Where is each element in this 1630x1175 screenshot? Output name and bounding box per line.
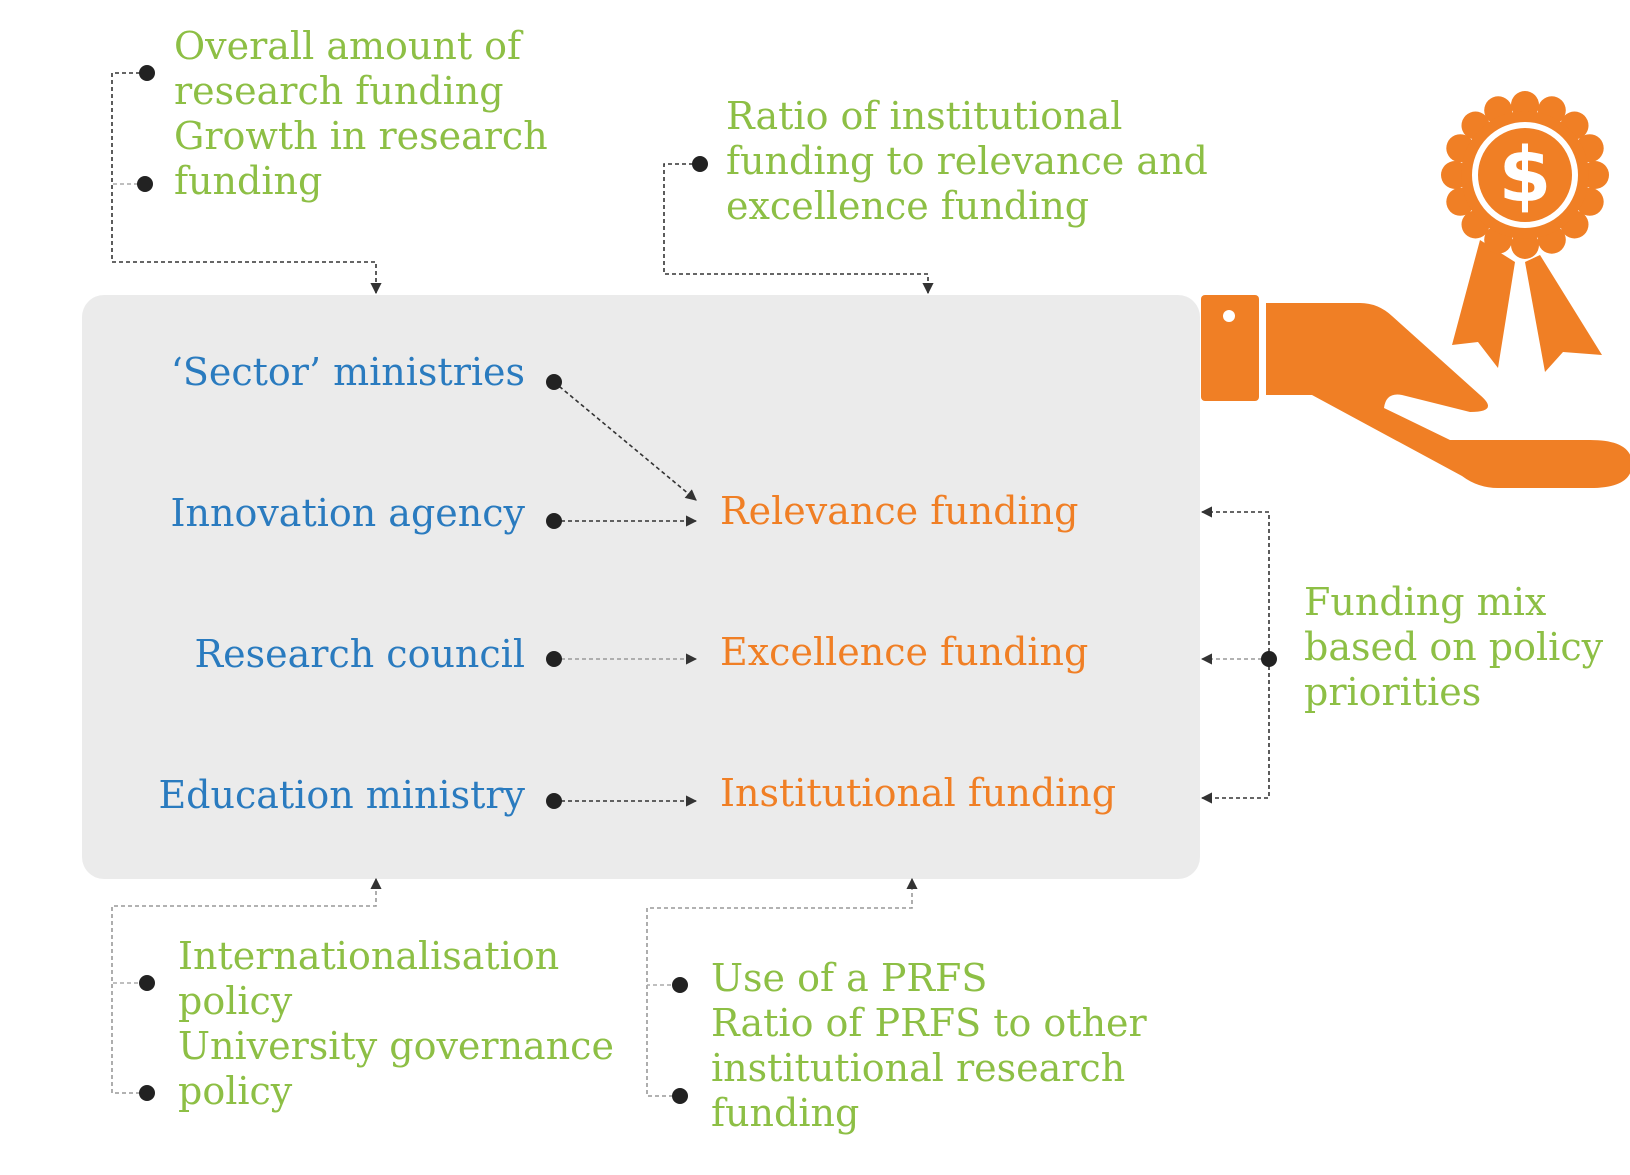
top-center-line: Ratio of institutional (726, 94, 1123, 138)
bottom-left-line: University governance (178, 1024, 614, 1068)
top-center-line: excellence funding (726, 184, 1090, 228)
connector-bottom-left (111, 877, 382, 1094)
funder-dot (546, 513, 562, 529)
bottom-center-line: funding (711, 1091, 860, 1135)
right-note: Funding mix based on policy priorities (1304, 580, 1603, 715)
top-left-line: Growth in research (174, 114, 548, 158)
top-left-line: research funding (174, 69, 504, 113)
right-note-line: Funding mix (1304, 580, 1547, 624)
top-left-factors: Overall amount of research funding Growt… (174, 24, 548, 204)
funding-type-excellence: Excellence funding (720, 630, 1089, 674)
connector-sector-to-relevance (553, 381, 697, 501)
top-left-line: Overall amount of (174, 24, 522, 68)
bottom-left-line: policy (178, 979, 293, 1023)
bottom-center-line: Use of a PRFS (711, 956, 988, 1000)
connector-top-left (111, 72, 382, 295)
connector-right-to-relevance (1200, 506, 1270, 659)
bullet-dot (672, 977, 688, 993)
bullet-dot (139, 1085, 155, 1101)
connector-right-to-institutional (1200, 659, 1270, 804)
funder-research-council: Research council (194, 632, 525, 676)
funder-dot (546, 651, 562, 667)
top-left-line: funding (174, 159, 323, 203)
connector-bottom-center (646, 877, 918, 1097)
connector-top-center (663, 163, 934, 295)
funding-type-relevance: Relevance funding (720, 489, 1079, 533)
bottom-center-line: Ratio of PRFS to other (711, 1001, 1147, 1045)
bottom-center-line: institutional research (711, 1046, 1126, 1090)
funder-sector-ministries: ‘Sector’ ministries (170, 350, 525, 394)
funding-system-panel (82, 295, 1200, 879)
bullet-dot (139, 975, 155, 991)
bullet-dot (139, 65, 155, 81)
bottom-center-factors: Use of a PRFS Ratio of PRFS to other ins… (711, 956, 1147, 1136)
funding-type-institutional: Institutional funding (720, 771, 1117, 815)
bottom-left-factors: Internationalisation policy University g… (178, 934, 614, 1114)
right-note-line: priorities (1304, 670, 1482, 714)
bottom-left-line: policy (178, 1069, 293, 1113)
funder-dot (546, 793, 562, 809)
dollar-sign: $ (1499, 130, 1552, 219)
funder-education-ministry: Education ministry (158, 773, 525, 817)
bullet-dot (672, 1088, 688, 1104)
top-center-line: funding to relevance and (726, 139, 1208, 183)
bullet-dot (692, 156, 708, 172)
hand-giving-icon (1201, 295, 1630, 488)
funder-innovation-agency: Innovation agency (170, 491, 525, 535)
funder-dot (546, 374, 562, 390)
bullet-dot (1261, 651, 1277, 667)
bullet-dot (137, 176, 153, 192)
award-rosette-dollar-icon: $ (1441, 91, 1609, 372)
bottom-left-line: Internationalisation (178, 934, 560, 978)
right-note-line: based on policy (1304, 625, 1604, 669)
top-center-factors: Ratio of institutional funding to releva… (726, 94, 1208, 229)
